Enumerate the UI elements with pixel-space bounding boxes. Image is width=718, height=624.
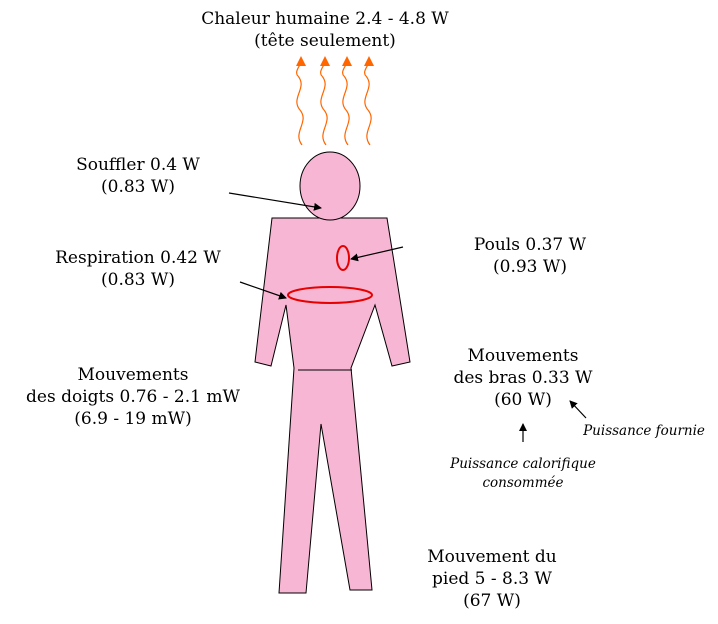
heat-label-line2: (tête seulement) — [175, 30, 475, 52]
heat-arrowhead-1 — [296, 56, 306, 66]
consumed-note: Puissance calorifique consommée — [428, 455, 618, 493]
heat-wave-2 — [321, 64, 328, 145]
heat-wave-3 — [343, 64, 350, 145]
supplied-note: Puissance fournie — [574, 422, 714, 441]
consumed-note-line2: consommée — [428, 474, 618, 493]
fingers-label-line1: Mouvements — [4, 364, 262, 386]
supplied-note-line1: Puissance fournie — [574, 422, 714, 441]
blow-label-line1: Souffler 0.4 W — [58, 154, 218, 176]
heat-arrowhead-4 — [364, 56, 374, 66]
figure-head — [300, 152, 360, 220]
fingers-label: Mouvements des doigts 0.76 - 2.1 mW (6.9… — [4, 364, 262, 430]
foot-label-line3: (67 W) — [407, 590, 577, 612]
fingers-label-line2: des doigts 0.76 - 2.1 mW — [4, 386, 262, 408]
arms-label: Mouvements des bras 0.33 W (60 W) — [438, 345, 608, 411]
heat-arrowheads — [296, 56, 374, 66]
heat-waves — [297, 64, 372, 145]
heat-label: Chaleur humaine 2.4 - 4.8 W (tête seulem… — [175, 8, 475, 52]
arms-label-line3: (60 W) — [438, 389, 608, 411]
heat-arrowhead-2 — [320, 56, 330, 66]
heat-label-line1: Chaleur humaine 2.4 - 4.8 W — [175, 8, 475, 30]
consumed-note-line1: Puissance calorifique — [428, 455, 618, 474]
heat-wave-4 — [365, 64, 372, 145]
breath-label: Respiration 0.42 W (0.83 W) — [38, 247, 238, 291]
arms-label-line1: Mouvements — [438, 345, 608, 367]
arms-label-line2: des bras 0.33 W — [438, 367, 608, 389]
heat-wave-1 — [297, 64, 304, 145]
foot-label-line1: Mouvement du — [407, 546, 577, 568]
heat-arrowhead-3 — [342, 56, 352, 66]
pulse-label: Pouls 0.37 W (0.93 W) — [455, 234, 605, 278]
figure-body — [255, 218, 410, 593]
foot-label-line2: pied 5 - 8.3 W — [407, 568, 577, 590]
human-figure — [255, 152, 410, 593]
breath-label-line1: Respiration 0.42 W — [38, 247, 238, 269]
fingers-label-line3: (6.9 - 19 mW) — [4, 408, 262, 430]
blow-label: Souffler 0.4 W (0.83 W) — [58, 154, 218, 198]
breath-label-line2: (0.83 W) — [38, 269, 238, 291]
foot-label: Mouvement du pied 5 - 8.3 W (67 W) — [407, 546, 577, 612]
pulse-label-line1: Pouls 0.37 W — [455, 234, 605, 256]
pulse-label-line2: (0.93 W) — [455, 256, 605, 278]
blow-label-line2: (0.83 W) — [58, 176, 218, 198]
